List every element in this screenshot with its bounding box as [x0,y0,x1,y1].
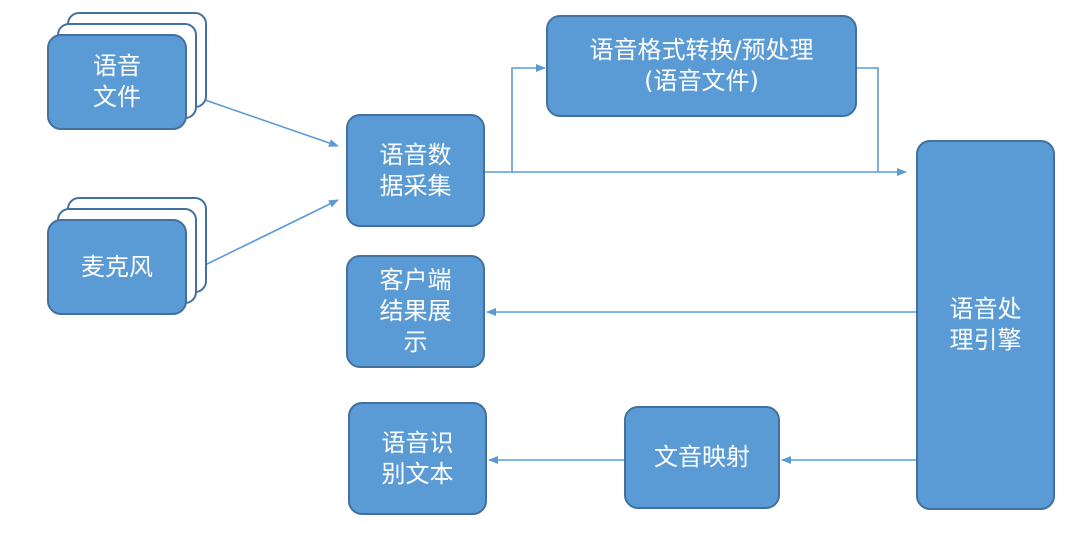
arrow-collection-to-format-convert [511,64,546,172]
arrow-voice-file-to-collection [204,99,339,147]
data-collection-node: 语音数 据采集 [346,114,485,227]
recognized-text-node: 语音识 别文本 [348,402,487,515]
text-mapping-node: 文音映射 [624,406,780,509]
arrow-microphone-to-collection [204,199,339,266]
voice-file-node: 语音 文件 [47,34,187,130]
client-display-node: 客户端 结果展 示 [346,255,485,368]
line-format-convert-to-engine [857,67,879,172]
format-convert-node: 语音格式转换/预处理 (语音文件) [546,15,857,117]
engine-node: 语音处 理引擎 [916,140,1055,510]
microphone-node: 麦克风 [47,219,187,315]
